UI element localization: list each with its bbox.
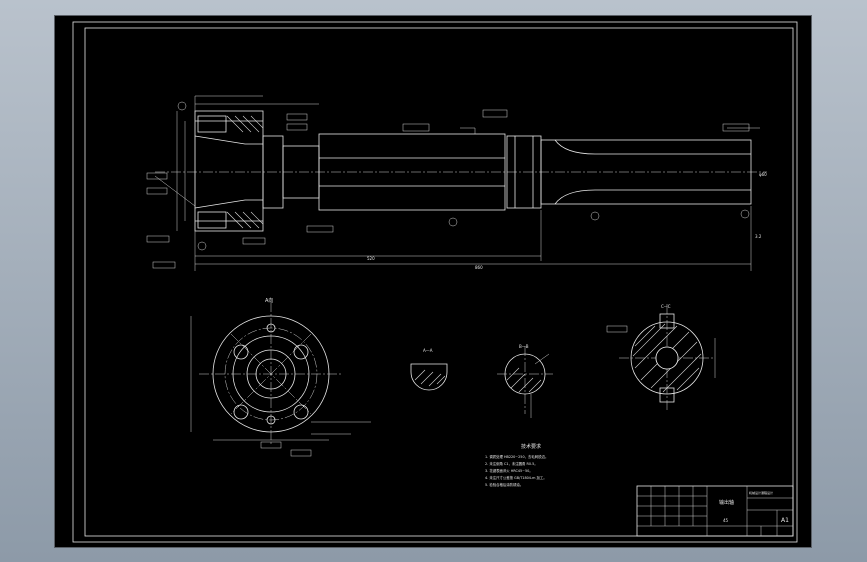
- overall-length-dim: 860: [475, 265, 483, 270]
- drawing-sheet: 860 520 3.2 φ60 A向 A—A: [72, 21, 798, 543]
- tech-note-3: 3. 花键表面淬火 HRC45~50。: [485, 468, 533, 473]
- main-shaft-view: 860 520 3.2 φ60: [146, 95, 767, 271]
- section-view-b: B—B: [497, 344, 553, 418]
- tech-note-5: 5. 检验合格后涂防锈油。: [485, 482, 523, 487]
- section-view-c: C—C: [606, 304, 716, 412]
- title-company: 机械设计课程设计: [749, 490, 773, 495]
- flange-view-label: A向: [265, 297, 273, 304]
- tech-note-2: 2. 未注倒角 C1，未注圆角 R0.5。: [485, 461, 538, 466]
- section-c-label: C—C: [661, 304, 671, 309]
- title-block: 输出轴 机械设计课程设计 45 A1: [636, 485, 794, 537]
- section-view-a: A—A: [410, 348, 448, 391]
- tech-note-4: 4. 未注尺寸公差按 GB/T1804-m 加工。: [485, 475, 547, 480]
- section-a-label: A—A: [423, 348, 433, 353]
- section-b-label: B—B: [519, 344, 529, 349]
- title-sheet-size: A1: [781, 517, 789, 524]
- roughness-mark: 3.2: [755, 234, 762, 239]
- right-diameter-dim: φ60: [759, 172, 767, 177]
- flange-end-view: A向: [190, 297, 371, 457]
- middle-length-dim: 520: [367, 256, 375, 261]
- tech-note-1: 1. 调质处理 HB220~250，去毛刺锐边。: [485, 454, 548, 459]
- technical-requirements: 技术要求 1. 调质处理 HB220~250，去毛刺锐边。 2. 未注倒角 C1…: [485, 443, 548, 487]
- title-drawing-name: 输出轴: [719, 499, 734, 506]
- cad-viewport[interactable]: 860 520 3.2 φ60 A向 A—A: [54, 15, 812, 548]
- inner-border: [84, 27, 794, 537]
- title-material: 45: [723, 518, 729, 523]
- outer-border: [72, 21, 798, 543]
- tech-title: 技术要求: [521, 443, 541, 450]
